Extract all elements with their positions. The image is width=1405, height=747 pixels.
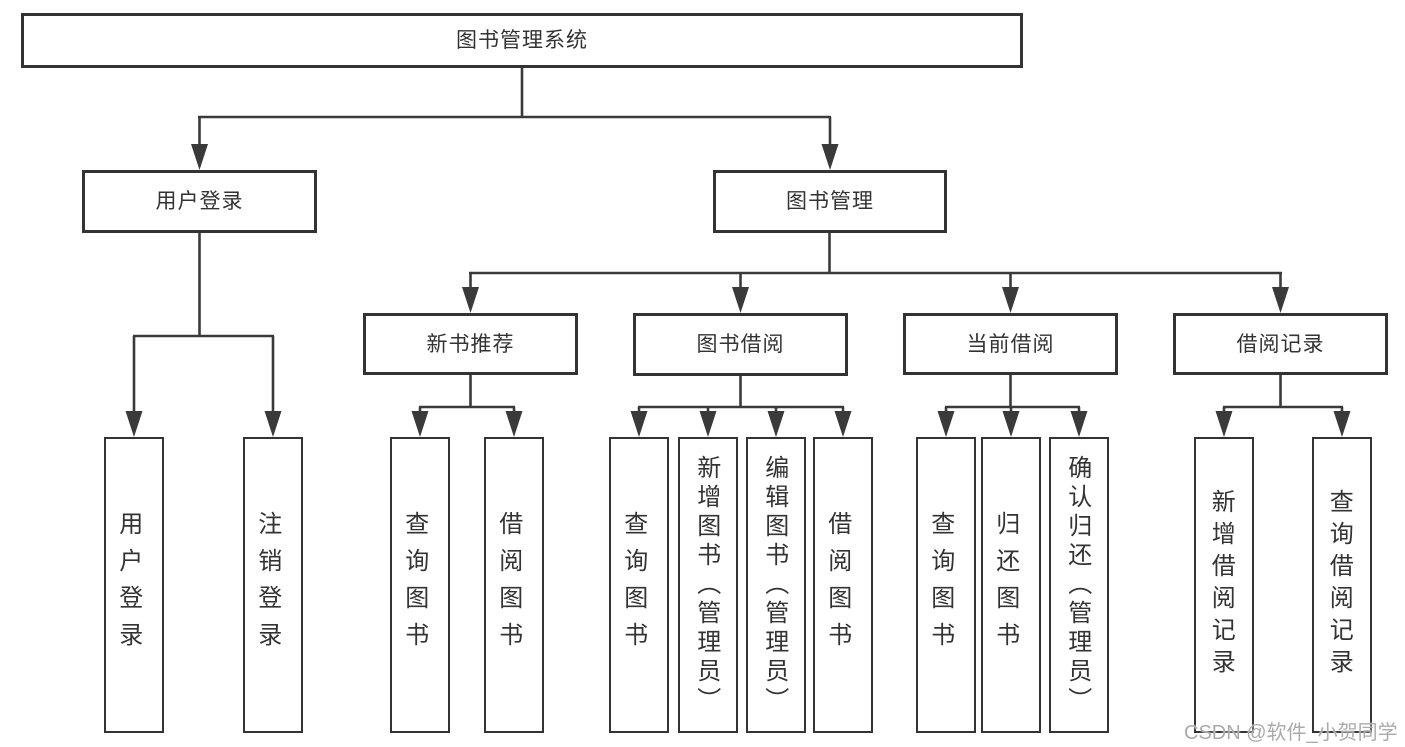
leaf-return-books-label: 归还图书 — [991, 511, 1019, 659]
connector-book-borrow-branch — [630, 376, 852, 437]
connector-new-book-recommend-branch — [411, 375, 523, 437]
node-new-book-recommend-label: 新书推荐 — [426, 332, 515, 356]
leaf-confirm-return-admin-label: 确认归还（管理员） — [1063, 454, 1091, 716]
leaf-borrow-books: 借阅图书 — [813, 437, 873, 733]
leaf-return-books: 归还图书 — [981, 437, 1041, 733]
node-user-login-branch: 用户登录 — [82, 170, 317, 233]
leaf-edit-books-admin: 编辑图书（管理员） — [746, 437, 806, 733]
leaf-borrow-books-label: 借阅图书 — [823, 511, 851, 659]
node-new-book-recommend: 新书推荐 — [363, 313, 578, 375]
connector-user-login-branch — [125, 233, 282, 437]
leaf-confirm-return-admin: 确认归还（管理员） — [1049, 437, 1109, 733]
leaf-edit-books-admin-label: 编辑图书（管理员） — [760, 454, 788, 716]
node-current-borrow: 当前借阅 — [903, 313, 1118, 375]
node-library-system-label: 图书管理系统 — [456, 29, 588, 52]
connector-current-borrow-branch — [937, 375, 1088, 437]
leaf-add-books-admin: 新增图书（管理员） — [678, 437, 738, 733]
node-library-system: 图书管理系统 — [21, 13, 1023, 68]
leaf-add-borrow-record: 新增借阅记录 — [1194, 437, 1254, 733]
leaf-query-books-recommend-label: 查询图书 — [400, 511, 428, 659]
leaf-add-borrow-record-label: 新增借阅记录 — [1207, 489, 1235, 681]
csdn-watermark: CSDN @软件_小贺同学 — [1184, 722, 1398, 744]
node-book-management: 图书管理 — [713, 170, 947, 233]
leaf-query-borrow-record-label: 查询借阅记录 — [1325, 489, 1353, 681]
connector-borrow-records-branch — [1215, 375, 1351, 437]
leaf-query-books-borrow-label: 查询图书 — [619, 511, 647, 659]
leaf-borrow-books-recommend: 借阅图书 — [484, 437, 544, 733]
leaf-user-login: 用户登录 — [104, 437, 164, 733]
connector-book-management-branch — [462, 233, 1289, 313]
node-book-borrow: 图书借阅 — [633, 313, 848, 376]
leaf-logout: 注销登录 — [243, 437, 303, 733]
connector-root-to-level2 — [191, 68, 839, 170]
node-borrow-records: 借阅记录 — [1173, 313, 1388, 375]
leaf-borrow-books-recommend-label: 借阅图书 — [494, 511, 522, 659]
node-borrow-records-label: 借阅记录 — [1236, 332, 1325, 356]
leaf-query-borrow-record: 查询借阅记录 — [1312, 437, 1372, 733]
node-user-login-branch-label: 用户登录 — [155, 190, 244, 213]
leaf-query-books-current: 查询图书 — [916, 437, 976, 733]
node-current-borrow-label: 当前借阅 — [966, 332, 1055, 356]
node-book-borrow-label: 图书借阅 — [696, 333, 785, 356]
leaf-query-books-current-label: 查询图书 — [926, 511, 954, 659]
leaf-query-books-recommend: 查询图书 — [390, 437, 450, 733]
leaf-add-books-admin-label: 新增图书（管理员） — [692, 454, 720, 716]
leaf-user-login-label: 用户登录 — [114, 511, 142, 659]
node-book-management-label: 图书管理 — [786, 190, 874, 213]
leaf-query-books-borrow: 查询图书 — [609, 437, 669, 733]
leaf-logout-label: 注销登录 — [253, 511, 281, 659]
